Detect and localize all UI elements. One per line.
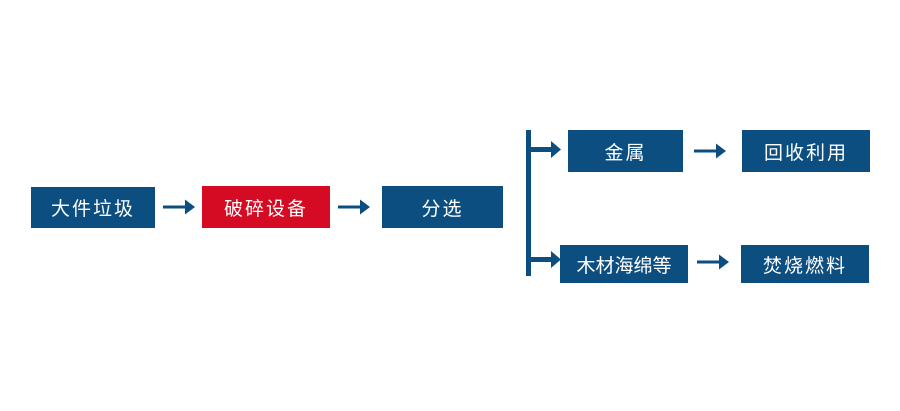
arrow-right-icon: [697, 251, 730, 278]
node-bulky-waste[interactable]: 大件垃圾: [31, 187, 155, 228]
node-metal[interactable]: 金属: [568, 130, 683, 172]
node-bulky-waste-label: 大件垃圾: [50, 199, 135, 220]
node-wood-sponge-label: 木材海绵等: [576, 255, 672, 277]
node-recycle[interactable]: 回收利用: [742, 130, 870, 172]
branch-split-icon: [520, 126, 568, 278]
node-metal-label: 金属: [604, 142, 647, 164]
node-fuel[interactable]: 焚烧燃料: [741, 245, 869, 283]
node-recycle-label: 回收利用: [763, 142, 848, 164]
arrow-right-icon: [694, 140, 727, 167]
node-fuel-label: 焚烧燃料: [762, 255, 847, 277]
node-wood-sponge[interactable]: 木材海绵等: [560, 245, 688, 283]
node-crusher[interactable]: 破碎设备: [202, 186, 330, 228]
node-sorting[interactable]: 分选: [382, 186, 503, 228]
arrow-right-icon: [338, 196, 371, 223]
node-sorting-label: 分选: [421, 198, 464, 220]
node-crusher-label: 破碎设备: [223, 198, 308, 220]
arrow-right-icon: [163, 196, 196, 223]
